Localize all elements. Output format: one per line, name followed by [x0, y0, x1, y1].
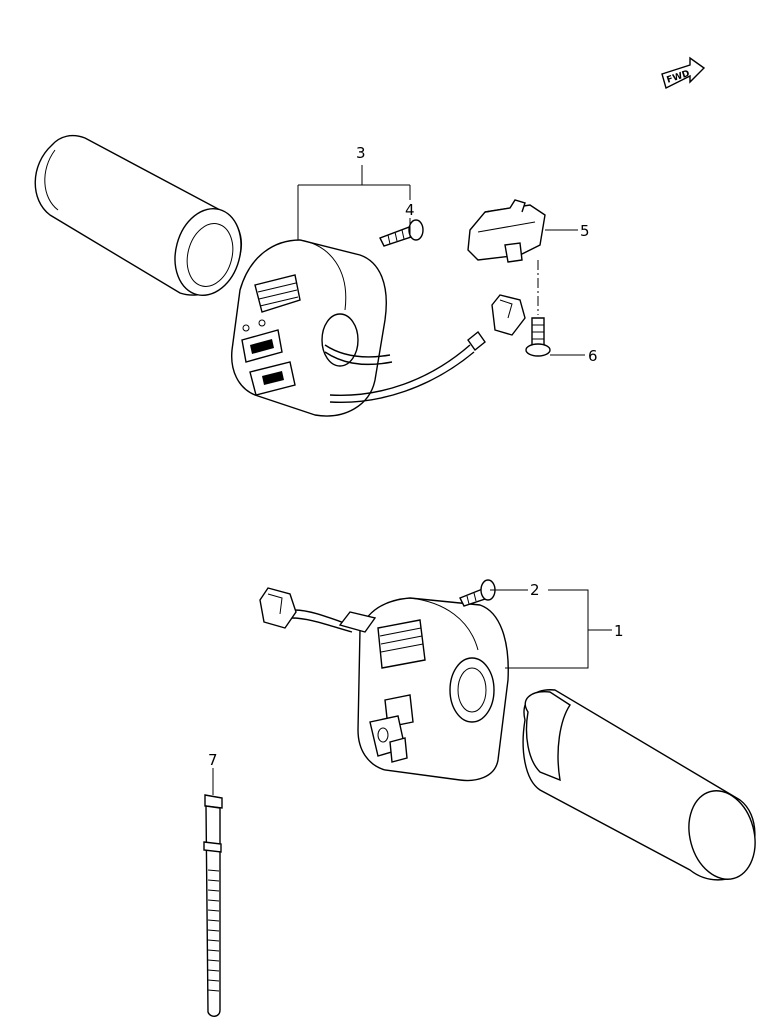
throttle-grip — [522, 689, 756, 881]
callout-5: 5 — [580, 222, 590, 240]
cable-tie — [203, 794, 223, 1017]
wire-connector-bottom — [259, 587, 297, 629]
left-handlebar-switch — [231, 239, 486, 417]
wire-connector-top — [491, 294, 526, 336]
right-handlebar-switch — [291, 597, 509, 782]
callout-4: 4 — [405, 201, 415, 219]
forward-arrow-icon: FWD — [661, 56, 706, 90]
callout-1: 1 — [614, 622, 624, 640]
callout-2: 2 — [530, 581, 540, 599]
callout-3: 3 — [356, 144, 366, 162]
screw-2 — [459, 579, 496, 607]
left-handlebar-grip — [34, 134, 242, 297]
screw-4 — [379, 219, 424, 247]
leader-lines — [212, 165, 612, 795]
clutch-switch — [467, 199, 546, 263]
callout-7: 7 — [208, 751, 218, 769]
callout-6: 6 — [588, 347, 598, 365]
screw-6 — [525, 317, 551, 357]
